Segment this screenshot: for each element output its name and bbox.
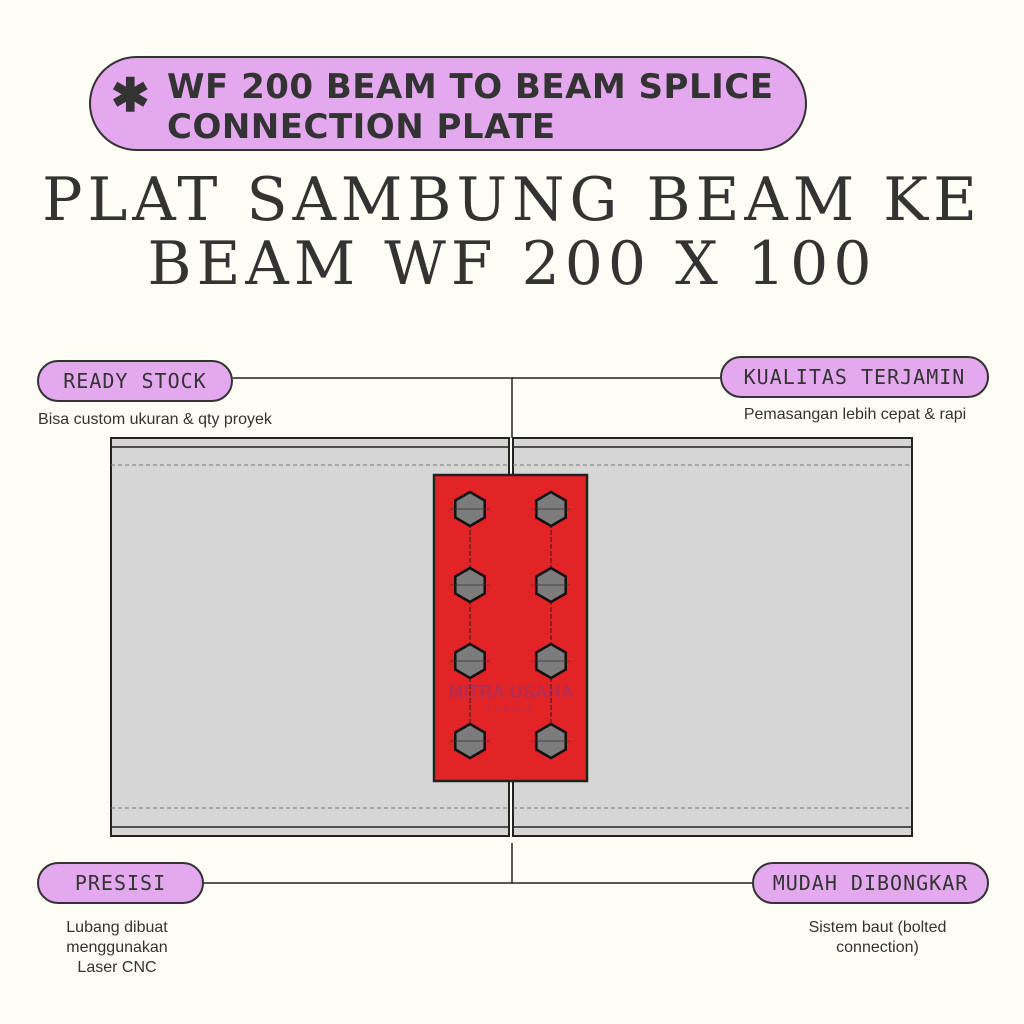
caption-mudah-dibongkar: Sistem baut (bolted connection) bbox=[770, 918, 985, 958]
title-line-2: CONNECTION PLATE bbox=[167, 107, 556, 147]
feature-presisi: PRESISI bbox=[37, 862, 204, 904]
title-line-1: WF 200 BEAM TO BEAM SPLICE bbox=[167, 67, 774, 107]
feature-ready-stock: READY STOCK bbox=[37, 360, 233, 402]
watermark-logo: MITRA USAHA TEKNIK bbox=[448, 682, 573, 714]
caption-line: connection) bbox=[836, 939, 919, 956]
subtitle-line-2: BEAM WF 200 X 100 bbox=[147, 229, 877, 299]
feature-mudah-dibongkar: MUDAH DIBONGKAR bbox=[752, 862, 989, 904]
subtitle-line-1: PLAT SAMBUNG BEAM KE bbox=[42, 165, 982, 235]
caption-presisi: Lubang dibuat menggunakan Laser CNC bbox=[37, 918, 197, 978]
title: WF 200 BEAM TO BEAM SPLICE CONNECTION PL… bbox=[167, 67, 773, 147]
caption-ready-stock: Bisa custom ukuran & qty proyek bbox=[38, 411, 272, 428]
caption-line: Laser CNC bbox=[77, 959, 157, 976]
subtitle: PLAT SAMBUNG BEAM KE BEAM WF 200 X 100 bbox=[0, 168, 1024, 296]
title-banner: ✱ WF 200 BEAM TO BEAM SPLICE CONNECTION … bbox=[89, 56, 807, 151]
caption-line: Sistem baut (bolted bbox=[808, 919, 947, 936]
watermark-line-1: MITRA USAHA bbox=[448, 682, 573, 702]
caption-kualitas-terjamin: Pemasangan lebih cepat & rapi bbox=[743, 406, 967, 423]
watermark-line-2: TEKNIK bbox=[486, 704, 537, 714]
connector-lines bbox=[204, 377, 752, 884]
caption-line: Lubang dibuat bbox=[66, 919, 168, 936]
connector-presisi bbox=[204, 843, 513, 884]
asterisk-flower-icon: ✱ bbox=[111, 69, 150, 121]
caption-line: menggunakan bbox=[66, 939, 168, 956]
feature-kualitas-terjamin: KUALITAS TERJAMIN bbox=[720, 356, 989, 398]
